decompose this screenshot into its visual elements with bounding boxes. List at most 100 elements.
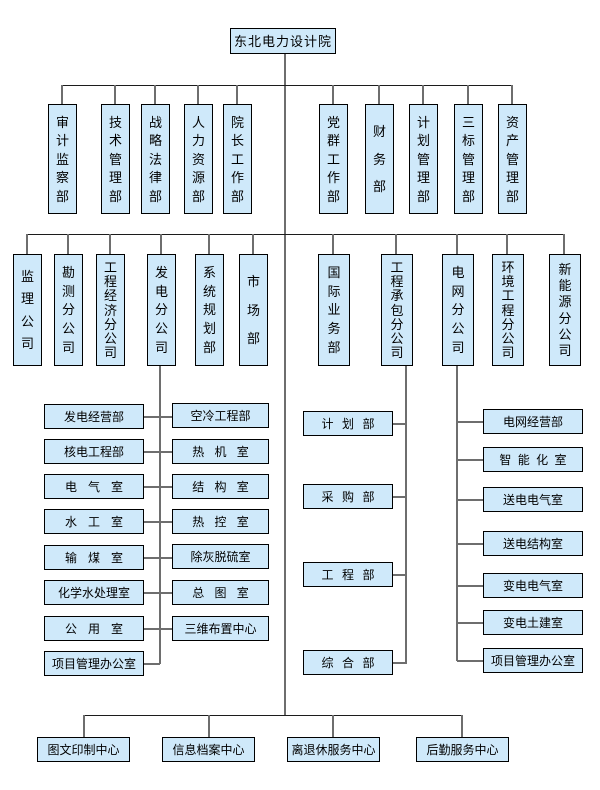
center-information-archive: 信息档案中心 bbox=[162, 737, 255, 762]
connector-stub bbox=[236, 85, 238, 104]
level2-connector-line bbox=[62, 85, 513, 86]
dept-audit-supervision: 审计监察部 bbox=[48, 104, 77, 214]
office-structure: 结构室 bbox=[172, 474, 269, 499]
center-3d-layout: 三维布置中心 bbox=[172, 616, 269, 641]
dept-grid-operation: 电网经营部 bbox=[483, 409, 583, 434]
connector-stub bbox=[378, 85, 380, 104]
connector-stub bbox=[208, 234, 210, 254]
connector-stub bbox=[144, 628, 172, 630]
dept-finance: 财务部 bbox=[365, 104, 394, 214]
connector-stub bbox=[144, 451, 172, 453]
connector-stub bbox=[144, 486, 172, 488]
connector-stub bbox=[422, 85, 424, 104]
connector-stub bbox=[26, 234, 28, 254]
connector-stub bbox=[457, 499, 483, 501]
connector-stub bbox=[61, 85, 63, 104]
branch-engineering-economics: 工程经济分公司 bbox=[96, 254, 125, 366]
trunk-line bbox=[284, 54, 286, 715]
connector-stub bbox=[393, 496, 407, 498]
office-hydraulic: 水工室 bbox=[44, 509, 144, 534]
dept-three-standards-management: 三标管理部 bbox=[454, 104, 483, 214]
office-project-management-grid: 项目管理办公室 bbox=[483, 648, 583, 673]
connector-stub bbox=[393, 574, 407, 576]
connector-stub bbox=[109, 234, 111, 254]
dept-air-cooling-engineering: 空冷工程部 bbox=[172, 403, 269, 428]
dept-generation-operation: 发电经营部 bbox=[44, 404, 144, 429]
connector-stub bbox=[144, 557, 172, 559]
dept-procurement: 采购部 bbox=[303, 484, 393, 509]
connector-stub bbox=[457, 543, 483, 545]
office-transmission-structure: 送电结构室 bbox=[483, 531, 583, 556]
office-project-management: 项目管理办公室 bbox=[44, 651, 144, 676]
root-institute-box: 东北电力设计院 bbox=[230, 28, 336, 54]
grid-branch-line bbox=[456, 366, 458, 661]
dept-engineering: 工程部 bbox=[303, 562, 393, 587]
dept-system-planning: 系统规划部 bbox=[195, 254, 224, 366]
dept-strategy-legal: 战略法律部 bbox=[141, 104, 170, 214]
connector-stub bbox=[457, 622, 483, 624]
connector-stub bbox=[393, 423, 407, 425]
center-retiree-service: 离退休服务中心 bbox=[287, 737, 380, 762]
office-intelligent: 智能化室 bbox=[483, 447, 583, 472]
branch-power-generation: 发电分公司 bbox=[147, 254, 176, 366]
branch-power-grid: 电网分公司 bbox=[442, 254, 474, 366]
connector-stub bbox=[67, 234, 69, 254]
office-electrical: 电气室 bbox=[44, 474, 144, 499]
generation-branch-line bbox=[159, 366, 161, 664]
connector-stub bbox=[83, 715, 85, 737]
connector-stub bbox=[144, 663, 160, 665]
connector-stub bbox=[208, 715, 210, 737]
office-ash-desulfurization: 除灰脱硫室 bbox=[172, 544, 269, 569]
dept-party-affairs: 党群工作部 bbox=[319, 104, 348, 214]
connector-stub bbox=[461, 715, 463, 737]
branch-survey: 勘测分公司 bbox=[54, 254, 83, 366]
connector-stub bbox=[457, 459, 483, 461]
dept-human-resources: 人力资源部 bbox=[184, 104, 213, 214]
dept-general-affairs: 综合部 bbox=[303, 650, 393, 675]
connector-stub bbox=[332, 715, 334, 737]
branch-epc: 工程承包分公司 bbox=[381, 254, 413, 366]
center-logistics-service: 后勤服务中心 bbox=[416, 737, 509, 762]
office-thermal-control: 热控室 bbox=[172, 509, 269, 534]
connector-stub bbox=[252, 234, 254, 254]
dept-plan: 计划部 bbox=[303, 411, 393, 436]
connector-stub bbox=[393, 662, 407, 664]
dept-nuclear-engineering: 核电工程部 bbox=[44, 439, 144, 464]
office-thermal-machinery: 热机室 bbox=[172, 439, 269, 464]
bottom-connector-line bbox=[83, 715, 463, 716]
level3-connector-line bbox=[27, 234, 565, 235]
connector-stub bbox=[456, 234, 458, 254]
branch-new-energy: 新能源分公司 bbox=[549, 254, 581, 366]
branch-environmental-engineering: 环境工程分公司 bbox=[492, 254, 524, 366]
epc-branch-line bbox=[405, 366, 407, 663]
dept-president-office: 院长工作部 bbox=[223, 104, 252, 214]
connector-stub bbox=[114, 85, 116, 104]
connector-stub bbox=[395, 234, 397, 254]
connector-stub bbox=[467, 85, 469, 104]
office-transmission-electrical: 送电电气室 bbox=[483, 487, 583, 512]
company-supervision: 监理公司 bbox=[13, 254, 42, 366]
connector-stub bbox=[457, 421, 483, 423]
dept-market: 市场部 bbox=[239, 254, 268, 366]
connector-stub bbox=[332, 85, 334, 104]
connector-stub bbox=[144, 592, 172, 594]
connector-stub bbox=[144, 521, 172, 523]
dept-international-business: 国际业务部 bbox=[318, 254, 350, 366]
office-substation-electrical: 变电电气室 bbox=[483, 573, 583, 598]
connector-stub bbox=[197, 85, 199, 104]
connector-stub bbox=[160, 234, 162, 254]
connector-stub bbox=[154, 85, 156, 104]
office-utility: 公用室 bbox=[44, 616, 144, 641]
office-chemical-water-treatment: 化学水处理室 bbox=[44, 580, 144, 605]
office-coal-handling: 输煤室 bbox=[44, 545, 144, 570]
dept-technology-management: 技术管理部 bbox=[101, 104, 130, 214]
dept-asset-management: 资产管理部 bbox=[498, 104, 527, 214]
connector-stub bbox=[563, 234, 565, 254]
connector-stub bbox=[332, 234, 334, 254]
connector-stub bbox=[457, 660, 483, 662]
connector-stub bbox=[144, 416, 172, 418]
connector-stub bbox=[511, 85, 513, 104]
office-substation-civil: 变电土建室 bbox=[483, 610, 583, 635]
connector-stub bbox=[457, 585, 483, 587]
